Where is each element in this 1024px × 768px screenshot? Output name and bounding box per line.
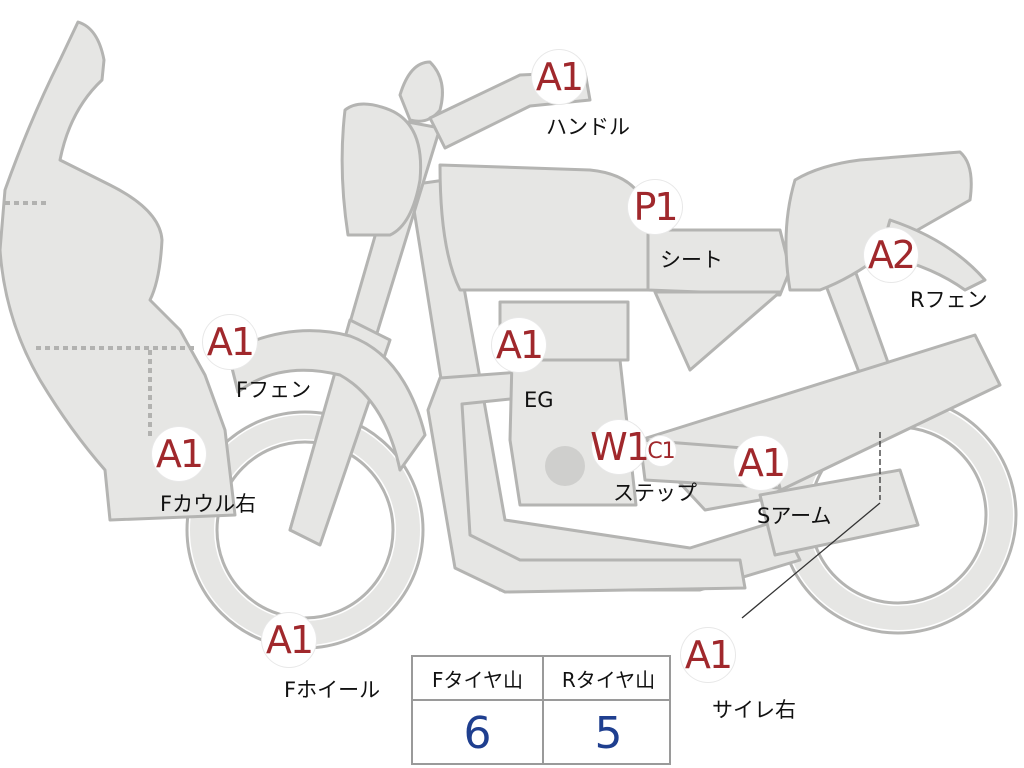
f-fender-label: Fフェン (236, 378, 312, 402)
r-fender-code-badge: A2 (864, 228, 918, 282)
seat-label: シート (660, 248, 723, 272)
f-wheel-code-badge: A1 (262, 613, 316, 667)
mirror (398, 60, 444, 123)
f-cowl-right-label: Fカウル右 (160, 492, 257, 516)
step-code-badge: W1 (590, 420, 650, 474)
rear-tire-value: 5 (594, 707, 623, 759)
step-extra-code-badge: C1 (646, 436, 676, 466)
rear-tire-header: Rタイヤ山 (561, 667, 656, 692)
f-fender-code-badge: A1 (203, 315, 257, 369)
table-divider-horizontal (413, 699, 669, 701)
swing-arm-label: Sアーム (757, 504, 832, 528)
step-label: ステップ (613, 481, 697, 505)
handle-label: ハンドル (546, 115, 630, 139)
r-fender-label: Rフェン (910, 288, 988, 312)
front-tire-value: 6 (463, 707, 492, 759)
side-cover (653, 290, 782, 372)
f-cowl-right-code-badge: A1 (152, 427, 206, 481)
engine-code-badge: A1 (492, 318, 546, 372)
seat-code-badge: P1 (628, 180, 682, 234)
front-tire-header: Fタイヤ山 (432, 667, 523, 692)
swing-arm-code-badge: A1 (734, 436, 788, 490)
f-wheel-label: Fホイール (284, 678, 381, 702)
engine-label: EG (524, 388, 554, 412)
headlight (340, 102, 423, 237)
handle-code-badge: A1 (532, 50, 586, 104)
table-divider-vertical (542, 657, 544, 763)
seat-body (646, 228, 792, 297)
tire-tread-table: Fタイヤ山 Rタイヤ山 6 5 (411, 655, 671, 765)
front-cowl (0, 20, 237, 522)
muffler-leader (741, 502, 881, 619)
muffler-right-label: サイレ右 (712, 698, 796, 722)
fuel-tank (438, 163, 650, 292)
front-fender-part (226, 329, 427, 472)
muffler-part (758, 468, 920, 557)
muffler-right-code-badge: A1 (681, 628, 735, 682)
